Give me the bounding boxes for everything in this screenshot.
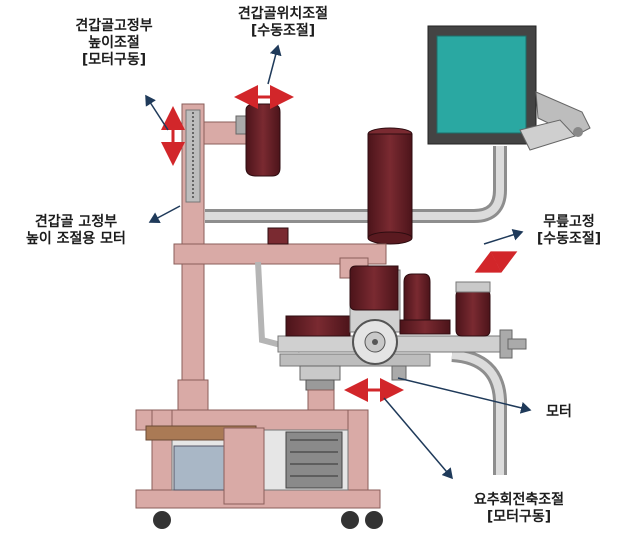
label-shoulder-height: 견갑골고정부 높이조절 [모터구동] xyxy=(75,18,153,68)
back-pad xyxy=(367,127,413,245)
seat-assembly xyxy=(255,257,527,367)
label-shoulder-position: 견갑골위치조절 [수동조절] xyxy=(237,6,329,39)
label-lumbar-rotation: 요추회전축조절 [모터구동] xyxy=(473,492,565,525)
shoulder-pad-assembly xyxy=(203,103,281,177)
label-motor: 모터 xyxy=(546,404,572,420)
base-frame xyxy=(135,409,383,529)
pointer-arrow-icon xyxy=(145,44,532,480)
lumbar-motor-assembly xyxy=(299,365,407,413)
monitor xyxy=(427,25,591,151)
monitor-screen xyxy=(436,35,527,134)
label-knee-fix: 무릎고정 [수동조절] xyxy=(536,214,602,247)
adjust-arrow-icon xyxy=(161,85,518,402)
label-shoulder-motor: 견갑골 고정부 높이 조절용 모터 xyxy=(26,214,126,247)
